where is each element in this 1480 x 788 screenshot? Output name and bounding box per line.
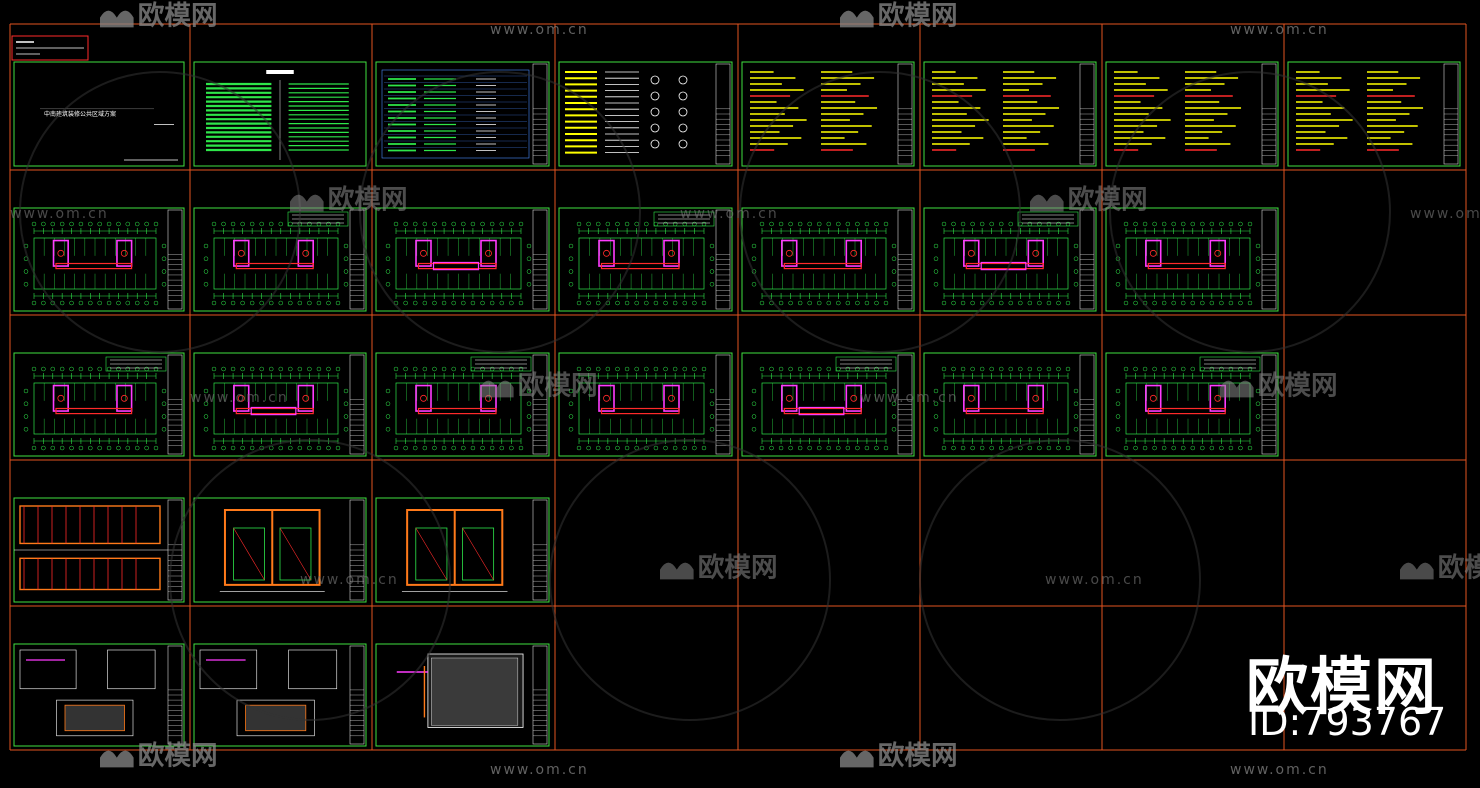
drawing-sheet-notes[interactable] (1287, 61, 1461, 167)
watermark-brand: 欧模网 (1068, 185, 1148, 216)
watermark-brand: 欧模网 (138, 1, 218, 32)
drawing-sheet-elevation_single[interactable] (375, 497, 550, 603)
drawing-sheet-plan[interactable] (375, 207, 550, 312)
drawing-sheet-cover[interactable] (13, 61, 185, 167)
drawing-sheet-plan[interactable] (741, 207, 915, 312)
drawing-sheet-detail_large[interactable] (375, 643, 550, 747)
drawing-sheet-notes[interactable] (1105, 61, 1279, 167)
watermark-id: ID:793767 (1248, 700, 1447, 744)
drawing-sheet-plan[interactable] (741, 352, 915, 457)
watermark-logo: 欧模网 (100, 1, 218, 32)
watermark-url: www.om.cn (190, 390, 289, 406)
drawing-sheet-plan[interactable] (1105, 352, 1279, 457)
watermark-logo: 欧模网 (289, 185, 408, 216)
watermark-brand: 欧模网 (1258, 371, 1338, 402)
watermark-brand: 欧模网 (1438, 553, 1480, 584)
watermark-url: www.om.cn (860, 390, 959, 406)
drawing-sheet-table[interactable] (375, 61, 550, 167)
watermark-brand-large: 欧模网 (1246, 650, 1439, 723)
watermark-url: www.om.cn (490, 22, 589, 38)
drawing-sheet-plan[interactable] (13, 207, 185, 312)
watermark-arc (739, 71, 1021, 353)
drawing-sheet-detail[interactable] (193, 643, 367, 747)
drawing-sheet-elevation_single[interactable] (193, 497, 367, 603)
watermark-url: www.om.cn (1230, 22, 1329, 38)
drawing-sheet-plan[interactable] (193, 207, 367, 312)
watermark-logo: 欧模网 (1030, 185, 1148, 216)
cover-info-box (11, 35, 89, 61)
watermark-url: www.om.cn (10, 206, 109, 222)
drawing-sheet-plan[interactable] (193, 352, 367, 457)
watermark-arc (359, 71, 641, 353)
watermark-brand: 欧模网 (878, 741, 958, 772)
watermark-logo: 欧模网 (100, 741, 218, 772)
watermark-url: www.om.cn (1230, 762, 1329, 778)
watermark-arc (1109, 71, 1391, 353)
watermark-url: www.om.cn (1045, 572, 1144, 588)
watermark-logo: 欧模网 (1400, 553, 1480, 584)
drawing-sheet-plan[interactable] (558, 207, 733, 312)
drawing-sheet-plan[interactable] (923, 352, 1097, 457)
watermark-arc (19, 71, 301, 353)
drawing-sheet-detail[interactable] (13, 643, 185, 747)
watermark-logo: 欧模网 (840, 1, 958, 32)
watermark-arc (919, 439, 1201, 721)
drawing-sheet-plan[interactable] (13, 352, 185, 457)
layout-grid (9, 23, 1467, 751)
watermark-layer: 欧模网欧模网欧模网欧模网欧模网欧模网欧模网欧模网欧模网欧模网www.om.cnw… (10, 1, 1480, 778)
watermark-url: www.om.cn (680, 206, 779, 222)
watermark-logo: 欧模网 (660, 553, 778, 584)
watermark-brand: 欧模网 (518, 371, 598, 402)
drawing-sheet-notes[interactable] (923, 61, 1097, 167)
watermark-url: www.om.cn (1410, 206, 1480, 222)
drawing-sheet-plan[interactable] (375, 352, 550, 457)
drawing-sheet-plan[interactable] (1105, 207, 1279, 312)
drawing-sheet-plan[interactable] (923, 207, 1097, 312)
watermark-brand: 欧模网 (328, 185, 408, 216)
watermark-logo: 欧模网 (479, 371, 598, 402)
cover-title: 中南建筑装修公共区域方案 (44, 110, 116, 118)
watermark-brand: 欧模网 (698, 553, 778, 584)
watermark-url: www.om.cn (490, 762, 589, 778)
drawing-sheet-plan[interactable] (558, 352, 733, 457)
watermark-brand: 欧模网 (138, 741, 218, 772)
drawing-sheet-legend[interactable] (558, 61, 733, 167)
drawing-sheet-elevation_double[interactable] (13, 497, 185, 603)
watermark-url: www.om.cn (300, 572, 399, 588)
watermark-logo: 欧模网 (1220, 371, 1338, 402)
watermark-brand: 欧模网 (878, 1, 958, 32)
drawing-sheet-notes[interactable] (741, 61, 915, 167)
watermark-logo: 欧模网 (840, 741, 958, 772)
drawing-sheet-index[interactable] (193, 61, 367, 167)
watermark-arc (169, 439, 451, 721)
watermark-arc (549, 439, 831, 721)
